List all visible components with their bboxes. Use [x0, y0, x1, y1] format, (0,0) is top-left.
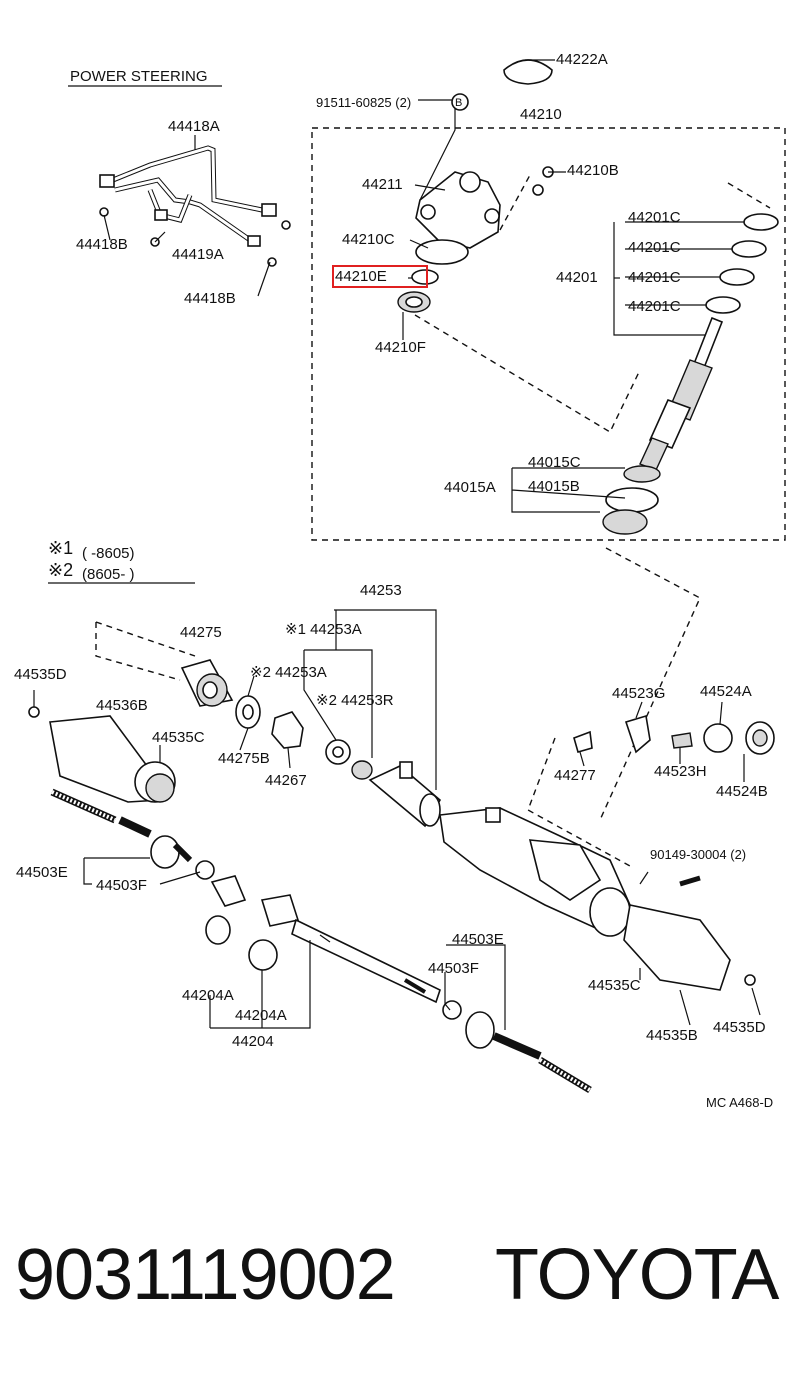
- valve-group-boundary: [311, 127, 786, 541]
- boot-44536b-drawing: [49, 715, 176, 803]
- callout-90149-30004[interactable]: 90149-30004 (2): [650, 847, 747, 862]
- legend-note2-range: (8605- ): [82, 566, 135, 583]
- circle-b-marker: [451, 93, 469, 111]
- callout-44419a[interactable]: 44419A: [172, 246, 224, 263]
- tie-rod-right-drawing: [442, 1000, 592, 1094]
- callout-44015a[interactable]: 44015A: [444, 479, 496, 496]
- callout-44535d-1[interactable]: 44535D: [14, 666, 67, 683]
- callout-44524a[interactable]: 44524A: [700, 683, 752, 700]
- callout-44275[interactable]: 44275: [180, 624, 222, 641]
- diagram-title: POWER STEERING: [70, 68, 208, 85]
- leader-dashed-6: [527, 737, 631, 867]
- callout-44418b-2[interactable]: 44418B: [184, 290, 236, 307]
- seal-44210e-drawing: [411, 269, 439, 285]
- callout-44267[interactable]: 44267: [265, 772, 307, 789]
- bearing-44015c-drawing: [623, 465, 661, 483]
- valve-shaft-44201-drawing: [639, 316, 724, 471]
- footer-part-number: 9031119002: [15, 1235, 396, 1315]
- cap-44222a-drawing: [503, 59, 553, 85]
- callout-44253r[interactable]: ※2 44253R: [316, 692, 394, 709]
- callout-44210b[interactable]: 44210B: [567, 162, 619, 179]
- callout-91511-60825[interactable]: 91511-60825 (2): [316, 95, 412, 110]
- valve-housing-44211-drawing: [415, 171, 501, 265]
- callout-44222a[interactable]: 44222A: [556, 51, 608, 68]
- ring-44201c-3-drawing: [719, 268, 755, 286]
- circle-b-label: B: [455, 97, 463, 109]
- ring-44201c-2-drawing: [731, 240, 767, 258]
- leader-dashed-3: [727, 182, 771, 209]
- clip-44535d-left-drawing: [28, 706, 40, 718]
- boot-44535b-drawing: [589, 887, 731, 991]
- leader-lines: [33, 59, 761, 1030]
- callout-44204a-1[interactable]: 44204A: [182, 987, 234, 1004]
- footer-brand: TOYOTA: [495, 1235, 779, 1315]
- callout-44015c[interactable]: 44015C: [528, 454, 581, 471]
- callout-44201c-4[interactable]: 44201C: [628, 298, 681, 315]
- callout-44211[interactable]: 44211: [362, 176, 403, 193]
- callout-44253a-1[interactable]: ※1 44253A: [285, 621, 362, 638]
- footer: 9031119002 TOYOTA: [0, 1225, 800, 1335]
- callout-44535c-1[interactable]: 44535C: [152, 729, 205, 746]
- callout-44503e-1[interactable]: 44503E: [16, 864, 68, 881]
- callout-44210f[interactable]: 44210F: [375, 339, 426, 356]
- part-44277-drawing: [573, 730, 593, 753]
- callout-44277[interactable]: 44277: [554, 767, 596, 784]
- callout-44015b[interactable]: 44015B: [528, 478, 580, 495]
- sleeve-44503f-drawing: [210, 875, 247, 907]
- legend-note2-mark: ※2: [48, 560, 74, 580]
- callout-44524b[interactable]: 44524B: [716, 783, 768, 800]
- callout-44201c-1[interactable]: 44201C: [628, 209, 681, 226]
- callout-44204[interactable]: 44204: [232, 1033, 274, 1050]
- leader-dashed-5: [95, 621, 196, 681]
- callout-44535c-2[interactable]: 44535C: [588, 977, 641, 994]
- seal-44204a-1-drawing: [205, 915, 231, 945]
- leader-dashed-2: [499, 174, 531, 231]
- rack-housing-drawing: [439, 807, 631, 931]
- bolt-44210b-b: [532, 184, 544, 196]
- callout-44275b[interactable]: 44275B: [218, 750, 270, 767]
- callout-44210[interactable]: 44210: [520, 106, 562, 123]
- callout-44503f-2[interactable]: 44503F: [428, 960, 479, 977]
- nut-44267-drawing: [271, 711, 304, 749]
- seal-44253r-drawing: [351, 760, 373, 780]
- callout-44418b-1[interactable]: 44418B: [76, 236, 128, 253]
- callout-44201c-3[interactable]: 44201C: [628, 269, 681, 286]
- clip-44535d-right-drawing: [744, 974, 756, 986]
- callout-44503e-2[interactable]: 44503E: [452, 931, 504, 948]
- callout-44523h[interactable]: 44523H: [654, 763, 707, 780]
- seal-44204a-2-drawing: [248, 939, 278, 971]
- callout-44210e-highlighted[interactable]: 44210E: [332, 265, 428, 288]
- callout-44253a-2[interactable]: ※2 44253A: [250, 664, 327, 681]
- callout-44535b[interactable]: 44535B: [646, 1027, 698, 1044]
- bushing-44275-drawing: [180, 659, 234, 707]
- callout-44201[interactable]: 44201: [556, 269, 598, 286]
- callout-44210c[interactable]: 44210C: [342, 231, 395, 248]
- tie-rod-left-drawing: [50, 788, 215, 880]
- legend-note1-range: ( -8605): [82, 545, 135, 562]
- cylinder-end-44253-drawing: [368, 761, 442, 828]
- callout-44523g[interactable]: 44523G: [612, 685, 666, 702]
- plug-44524a-drawing: [703, 723, 733, 753]
- callout-44418a[interactable]: 44418A: [168, 118, 220, 135]
- bolt-90149-drawing: [679, 875, 701, 887]
- leader-dashed-1: [414, 314, 641, 433]
- callout-44204a-2[interactable]: 44204A: [235, 1007, 287, 1024]
- callout-44535d-2[interactable]: 44535D: [713, 1019, 766, 1036]
- legend-note1-mark: ※1: [48, 538, 74, 558]
- spring-44523h-drawing: [671, 732, 693, 749]
- diagram-code: MC A468-D: [706, 1095, 774, 1110]
- callout-44201c-2[interactable]: 44201C: [628, 239, 681, 256]
- ring-44201c-4-drawing: [705, 296, 741, 314]
- callout-44253[interactable]: 44253: [360, 582, 402, 599]
- callout-44503f-1[interactable]: 44503F: [96, 877, 147, 894]
- ring-44201c-1-drawing: [743, 213, 779, 231]
- bearing-44015b-drawing: [605, 487, 659, 513]
- part-44523g-drawing: [624, 714, 651, 754]
- rack-44204-drawing: [260, 894, 441, 1004]
- callout-44536b[interactable]: 44536B: [96, 697, 148, 714]
